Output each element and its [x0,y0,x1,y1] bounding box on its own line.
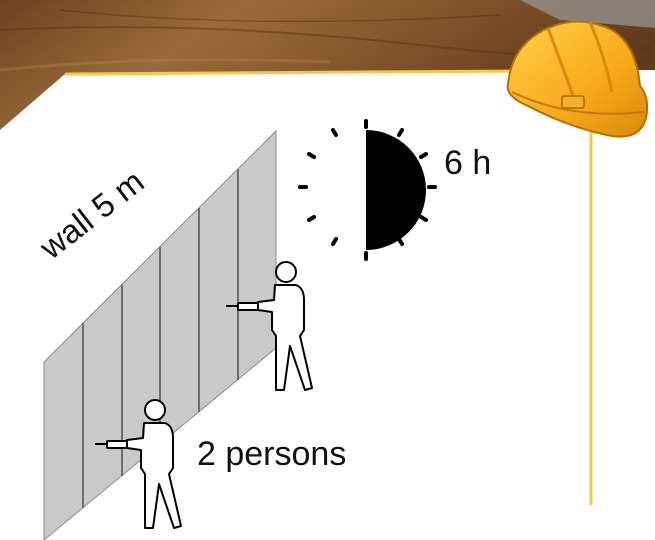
half-clock-icon [300,121,435,259]
duration-label: 6 h [444,146,491,180]
workers-count-label: 2 persons [197,437,346,471]
